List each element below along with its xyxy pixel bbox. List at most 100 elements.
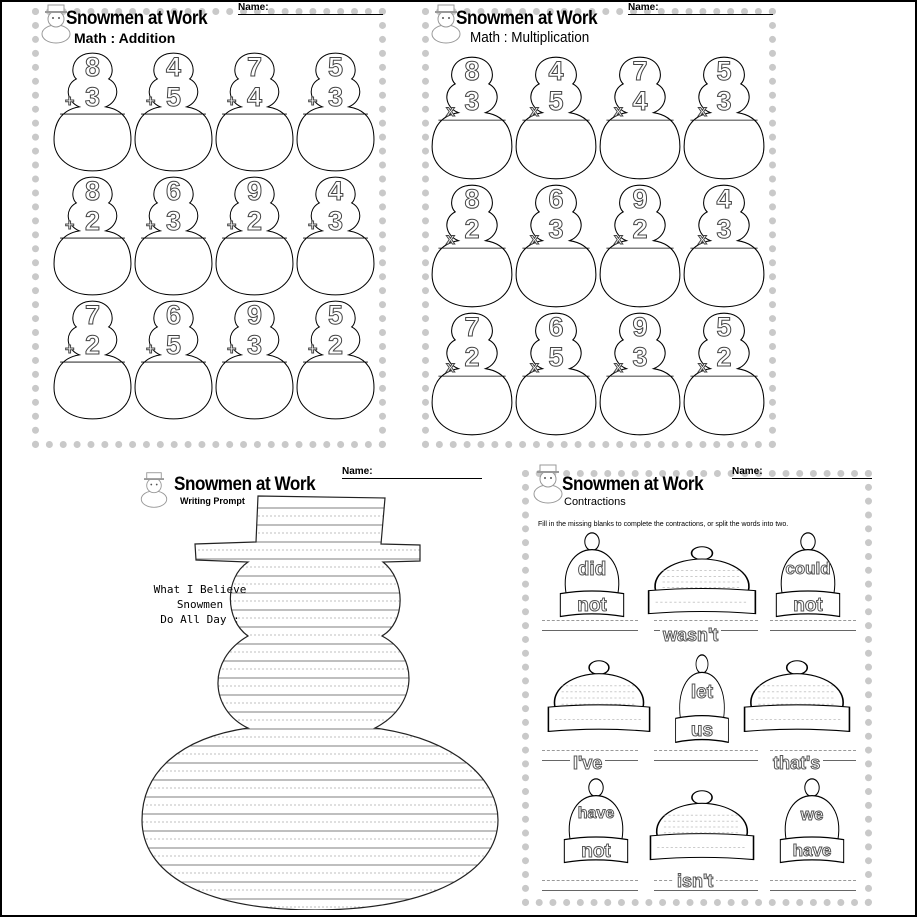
answer-blank-line[interactable]	[770, 620, 856, 621]
answer-blank-line[interactable]	[542, 750, 638, 751]
snowman-outline	[683, 312, 765, 436]
winter-hat-icon	[644, 546, 760, 618]
answer-blank-line[interactable]	[770, 880, 856, 881]
operator-sign: +	[226, 217, 237, 234]
worksheet-subtitle: Contractions	[564, 496, 626, 508]
problem-top-number: 7	[632, 56, 648, 86]
instructions-text: Fill in the missing blanks to complete t…	[538, 521, 789, 528]
operator-sign: +	[64, 341, 75, 358]
name-label: Name:	[628, 2, 659, 13]
problem-bottom-number: 3	[327, 206, 344, 236]
snowflake-border	[522, 470, 872, 906]
problem-bottom-number: 2	[632, 214, 648, 244]
snowman-outline	[53, 52, 132, 172]
snowman-outline	[599, 56, 681, 180]
problem-bottom-number: 2	[246, 206, 263, 236]
problem-top-number: 4	[165, 52, 182, 82]
problem-bottom-number: 5	[165, 82, 182, 112]
snowman-outline	[215, 176, 294, 296]
name-field[interactable]: Name:	[342, 467, 482, 479]
name-label: Name:	[238, 2, 269, 13]
prompt-line: Do All Day :	[160, 613, 240, 626]
name-label: Name:	[342, 466, 373, 477]
problem-top-number: 5	[716, 312, 732, 342]
problem-top-number: 6	[165, 300, 182, 330]
problem-top-number: 8	[84, 52, 101, 82]
problem-top-number: 9	[246, 300, 263, 330]
worksheet-contractions: Snowmen at Work Name: Contractions Fill …	[520, 460, 880, 910]
prompt-line: What I Believe	[153, 583, 247, 596]
hat-bottom-word: not	[793, 595, 824, 617]
problem-bottom-number: 3	[464, 86, 480, 116]
snowman-logo-icon	[140, 472, 168, 508]
problem-bottom-number: 4	[632, 86, 648, 116]
answer-blank-line[interactable]	[654, 620, 758, 621]
snowman-outline	[296, 300, 375, 420]
operator-sign: x	[530, 103, 540, 120]
snowman-writing-area[interactable]	[130, 460, 500, 910]
problem-bottom-number: 2	[716, 342, 732, 372]
answer-blank-line[interactable]	[542, 620, 638, 621]
problem-top-number: 7	[464, 312, 480, 342]
name-field[interactable]: Name:	[732, 467, 872, 479]
snowman-logo-icon	[431, 4, 461, 44]
writing-prompt-text: What I Believe Snowmen Do All Day :	[140, 582, 260, 627]
operator-sign: x	[530, 231, 540, 248]
snowflake-border	[32, 8, 386, 448]
answer-base-line	[770, 630, 856, 631]
problem-bottom-number: 5	[548, 86, 564, 116]
problem-top-number: 4	[327, 176, 344, 206]
problem-top-number: 7	[246, 52, 263, 82]
operator-sign: x	[614, 231, 624, 248]
problem-top-number: 6	[548, 312, 564, 342]
operator-sign: +	[226, 341, 237, 358]
snowman-outline	[515, 184, 597, 308]
problem-bottom-number: 2	[84, 206, 101, 236]
hat-bottom-word: us	[690, 720, 714, 742]
problem-top-number: 7	[84, 300, 101, 330]
answer-blank-line[interactable]	[770, 750, 856, 751]
answer-blank-line[interactable]	[542, 880, 638, 881]
problem-bottom-number: 2	[464, 342, 480, 372]
problem-top-number: 8	[464, 184, 480, 214]
snowman-outline	[431, 312, 513, 436]
problem-bottom-number: 3	[716, 214, 732, 244]
name-field[interactable]: Name:	[238, 3, 383, 15]
worksheet-subtitle: Writing Prompt	[180, 496, 245, 506]
operator-sign: x	[698, 103, 708, 120]
name-field[interactable]: Name:	[628, 3, 773, 15]
answer-blank-line[interactable]	[654, 750, 758, 751]
operator-sign: +	[64, 93, 75, 110]
contraction-word: isn't	[674, 872, 717, 891]
contraction-word: I've	[570, 754, 606, 773]
snowman-outline	[599, 312, 681, 436]
problem-top-number: 6	[548, 184, 564, 214]
